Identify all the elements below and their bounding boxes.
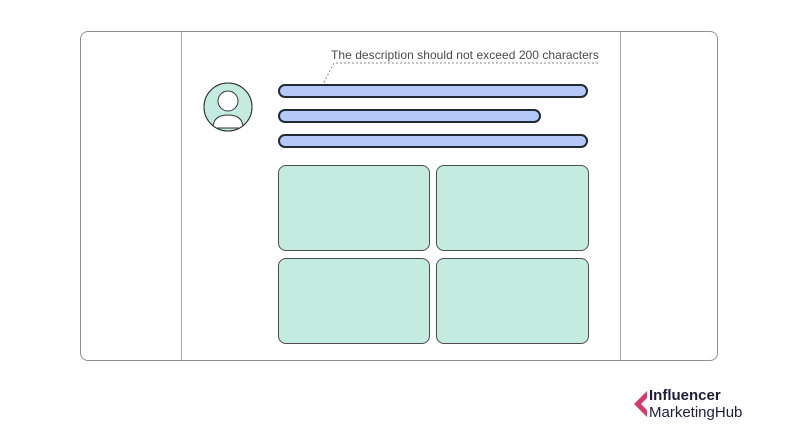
media-tile-1: [278, 165, 430, 251]
media-tile-4: [436, 258, 589, 344]
media-tile-2: [436, 165, 589, 251]
right-divider: [620, 32, 621, 360]
description-line-2: [278, 109, 541, 123]
brand-name-line1: Influencer: [649, 387, 721, 404]
description-annotation: The description should not exceed 200 ch…: [331, 48, 599, 62]
description-line-3: [278, 134, 588, 148]
user-avatar-icon: [203, 82, 253, 132]
avatar: [203, 82, 253, 137]
brand-name-line2: MarketingHub: [649, 404, 743, 421]
description-line-1: [278, 84, 588, 98]
media-tile-3: [278, 258, 430, 344]
left-divider: [181, 32, 182, 360]
brand-mark-icon: [634, 391, 647, 417]
